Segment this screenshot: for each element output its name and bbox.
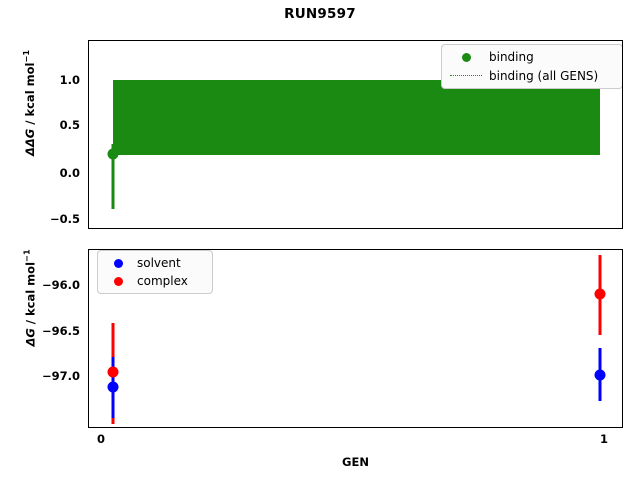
bottom-yticklabel-1: −96.0 <box>41 278 80 292</box>
solvent-marker-gen1 <box>594 369 606 381</box>
legend-label-solvent: solvent <box>137 256 181 270</box>
bottom-ylabel-symbol: ΔG <box>23 328 38 347</box>
binding-marker-gen0 <box>107 148 119 160</box>
top-yticklabel-1: 1.0 <box>59 73 80 87</box>
bottom-legend[interactable]: solvent complex <box>97 250 213 294</box>
top-ytick-2 <box>88 126 89 128</box>
legend-item-binding[interactable]: binding <box>449 49 614 66</box>
bottom-panel-axes: solvent complex <box>88 249 623 428</box>
binding-all-gens-band <box>113 80 600 155</box>
solvent-marker-gen0 <box>107 381 119 393</box>
top-xtick-1 <box>605 228 607 229</box>
top-ylabel-symbol: ΔΔG <box>22 128 37 156</box>
figure-title: RUN9597 <box>284 6 356 22</box>
xticklabel-0: 0 <box>96 432 106 446</box>
complex-marker-icon <box>105 274 131 288</box>
bottom-yticklabel-2: −96.5 <box>41 324 80 338</box>
top-yticklabel-4: −0.5 <box>49 211 80 226</box>
bottom-ytick-3 <box>88 377 89 379</box>
bottom-ylabel-exponent: −1 <box>21 249 32 262</box>
bottom-yticklabel-3: −97.0 <box>41 369 80 383</box>
top-ylabel-units: / kcal mol <box>22 62 37 129</box>
top-ylabel: ΔΔG / kcal mol−1 <box>21 33 37 173</box>
legend-item-complex[interactable]: complex <box>105 273 204 289</box>
dotted-line-icon <box>449 69 483 83</box>
top-yticklabel-2: 0.5 <box>59 118 80 133</box>
bottom-ytick-2 <box>88 332 89 334</box>
binding-errorbar-gen0 <box>111 144 115 210</box>
solvent-marker-icon <box>105 256 131 270</box>
bottom-xtick-0 <box>102 427 104 428</box>
top-yticklabel-3: 0.0 <box>59 165 80 180</box>
legend-item-solvent[interactable]: solvent <box>105 255 204 271</box>
legend-label-binding-all-gens: binding (all GENS) <box>489 68 599 83</box>
top-ytick-1 <box>88 81 89 83</box>
complex-marker-gen0 <box>107 366 119 378</box>
bottom-xtick-1 <box>605 427 607 428</box>
top-xtick-0 <box>102 228 104 229</box>
bottom-ylabel-units: / kcal mol <box>23 261 38 329</box>
top-ylabel-exponent: −1 <box>21 49 32 63</box>
legend-item-binding-all-gens[interactable]: binding (all GENS) <box>449 68 614 85</box>
binding-marker-icon <box>449 50 483 64</box>
top-ytick-4 <box>88 220 89 222</box>
complex-marker-gen1 <box>594 288 606 300</box>
legend-label-complex: complex <box>137 274 188 288</box>
bottom-ylabel: ΔG / kcal mol−1 <box>22 235 38 360</box>
legend-label-binding: binding <box>489 50 534 65</box>
top-ytick-3 <box>88 174 89 176</box>
top-legend[interactable]: binding binding (all GENS) <box>441 44 622 89</box>
xticklabel-1: 1 <box>599 432 609 446</box>
bottom-ytick-1 <box>88 286 89 288</box>
x-axis-label: GEN <box>342 455 369 469</box>
top-panel-axes: binding binding (all GENS) <box>88 40 623 229</box>
